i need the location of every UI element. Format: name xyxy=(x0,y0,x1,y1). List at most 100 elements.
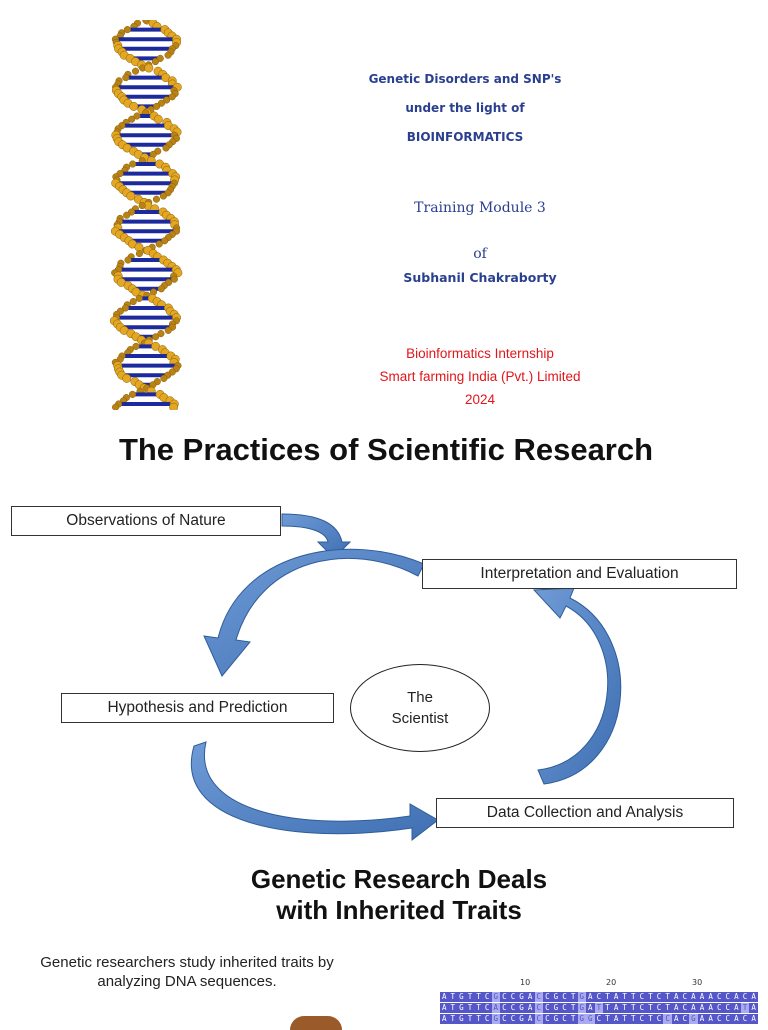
sequence-base: G xyxy=(552,992,561,1002)
sequence-base: A xyxy=(698,1014,707,1024)
box-data-collection: Data Collection and Analysis xyxy=(436,798,734,828)
sequence-base: C xyxy=(638,992,647,1002)
sequence-base: C xyxy=(741,1014,750,1024)
sequence-base: A xyxy=(672,992,681,1002)
sequence-base: C xyxy=(560,1014,569,1024)
sequence-base: T xyxy=(603,1014,612,1024)
sequence-base: T xyxy=(569,1003,578,1013)
sequence-base: T xyxy=(474,1003,483,1013)
sequence-base: A xyxy=(672,1014,681,1024)
sequence-tick: 30 xyxy=(692,978,702,987)
sequence-base: T xyxy=(663,1003,672,1013)
cover-author: Subhanil Chakraborty xyxy=(330,270,630,285)
sequence-base: T xyxy=(646,1003,655,1013)
sequence-base: T xyxy=(466,992,475,1002)
dna-sequence-alignment: 10 20 30 ATGTTCGCCGACCGCTGACTATTCTCTACAA… xyxy=(440,978,768,1024)
sequence-base: C xyxy=(724,1003,733,1013)
sequence-base: T xyxy=(466,1003,475,1013)
sequence-base: A xyxy=(526,1014,535,1024)
sequence-base: C xyxy=(483,1003,492,1013)
sequence-base: G xyxy=(457,992,466,1002)
sequence-base: C xyxy=(500,992,509,1002)
sequence-base: T xyxy=(646,992,655,1002)
sequence-base: C xyxy=(724,1014,733,1024)
sequence-base: T xyxy=(620,992,629,1002)
sequence-base: G xyxy=(578,1014,587,1024)
sequence-base: A xyxy=(586,992,595,1002)
sequence-base: C xyxy=(560,1003,569,1013)
sequence-base: C xyxy=(500,1003,509,1013)
cover-title-line3: BIOINFORMATICS xyxy=(330,130,600,144)
sequence-base: C xyxy=(535,992,544,1002)
section2-body-line1: Genetic researchers study inherited trai… xyxy=(0,953,374,973)
sequence-base: A xyxy=(586,1003,595,1013)
cover-org-line2: Smart farming India (Pvt.) Limited xyxy=(330,369,630,384)
sequence-base: C xyxy=(741,992,750,1002)
sequence-base: A xyxy=(732,1014,741,1024)
sequence-base: A xyxy=(706,1003,715,1013)
cover-module: Training Module 3 xyxy=(330,200,630,216)
sequence-base: G xyxy=(552,1003,561,1013)
sequence-base: C xyxy=(483,1014,492,1024)
sequence-base: A xyxy=(612,1014,621,1024)
sequence-base: A xyxy=(749,1014,758,1024)
sequence-base: A xyxy=(672,1003,681,1013)
sequence-base: T xyxy=(569,992,578,1002)
sequence-base: T xyxy=(741,1003,750,1013)
sequence-base: C xyxy=(715,992,724,1002)
sequence-tick: 20 xyxy=(606,978,616,987)
scientist-line1: The xyxy=(392,687,449,708)
box-observations: Observations of Nature xyxy=(11,506,281,536)
sequence-base: C xyxy=(715,1014,724,1024)
sequence-base: C xyxy=(715,1003,724,1013)
sequence-base: C xyxy=(543,1003,552,1013)
sequence-base: C xyxy=(543,992,552,1002)
arrow-hypothesis-to-data xyxy=(191,742,438,840)
sequence-base: C xyxy=(560,992,569,1002)
sequence-base: C xyxy=(595,992,604,1002)
sequence-base: C xyxy=(724,992,733,1002)
sequence-tick: 10 xyxy=(520,978,530,987)
scientist-circle: The Scientist xyxy=(350,664,490,752)
sequence-base: G xyxy=(689,1014,698,1024)
sequence-base: C xyxy=(638,1014,647,1024)
cover-org-line1: Bioinformatics Internship xyxy=(330,346,630,361)
sequence-base: C xyxy=(655,992,664,1002)
section2-body-line2: analyzing DNA sequences. xyxy=(0,972,374,992)
sequence-base: A xyxy=(732,992,741,1002)
sequence-base: G xyxy=(517,1003,526,1013)
sequence-base: C xyxy=(681,1003,690,1013)
cover-title-line1: Genetic Disorders and SNP's xyxy=(330,72,600,86)
sequence-base: G xyxy=(578,1003,587,1013)
sequence-base: G xyxy=(457,1014,466,1024)
sequence-base: A xyxy=(706,1014,715,1024)
sequence-base: A xyxy=(689,1003,698,1013)
sequence-base: C xyxy=(663,1014,672,1024)
sequence-base: T xyxy=(620,1014,629,1024)
sequence-base: A xyxy=(732,1003,741,1013)
sequence-row: ATGTTCGCCGACCGCTGACTATTCTCTACAAACCACA xyxy=(440,992,768,1002)
sequence-base: T xyxy=(474,1014,483,1024)
sequence-base: G xyxy=(552,1014,561,1024)
sequence-base: A xyxy=(612,992,621,1002)
sequence-base: A xyxy=(749,992,758,1002)
section2-heading-line1: Genetic Research Deals xyxy=(0,864,768,895)
sequence-base: C xyxy=(535,1003,544,1013)
dna-helix-image xyxy=(96,20,206,410)
cover-year: 2024 xyxy=(330,392,630,407)
sequence-base: A xyxy=(526,992,535,1002)
sequence-base: T xyxy=(629,1014,638,1024)
box-interpretation: Interpretation and Evaluation xyxy=(422,559,737,589)
sequence-base: G xyxy=(457,1003,466,1013)
sequence-base: C xyxy=(681,992,690,1002)
sequence-base: T xyxy=(569,1014,578,1024)
sequence-base: C xyxy=(500,1014,509,1024)
cover-of: of xyxy=(330,246,630,262)
sequence-base: C xyxy=(509,1003,518,1013)
sequence-base: A xyxy=(440,1003,449,1013)
sequence-base: C xyxy=(655,1003,664,1013)
sequence-base: T xyxy=(663,992,672,1002)
sequence-base: G xyxy=(492,992,501,1002)
sequence-base: G xyxy=(492,1014,501,1024)
sequence-base: T xyxy=(474,992,483,1002)
